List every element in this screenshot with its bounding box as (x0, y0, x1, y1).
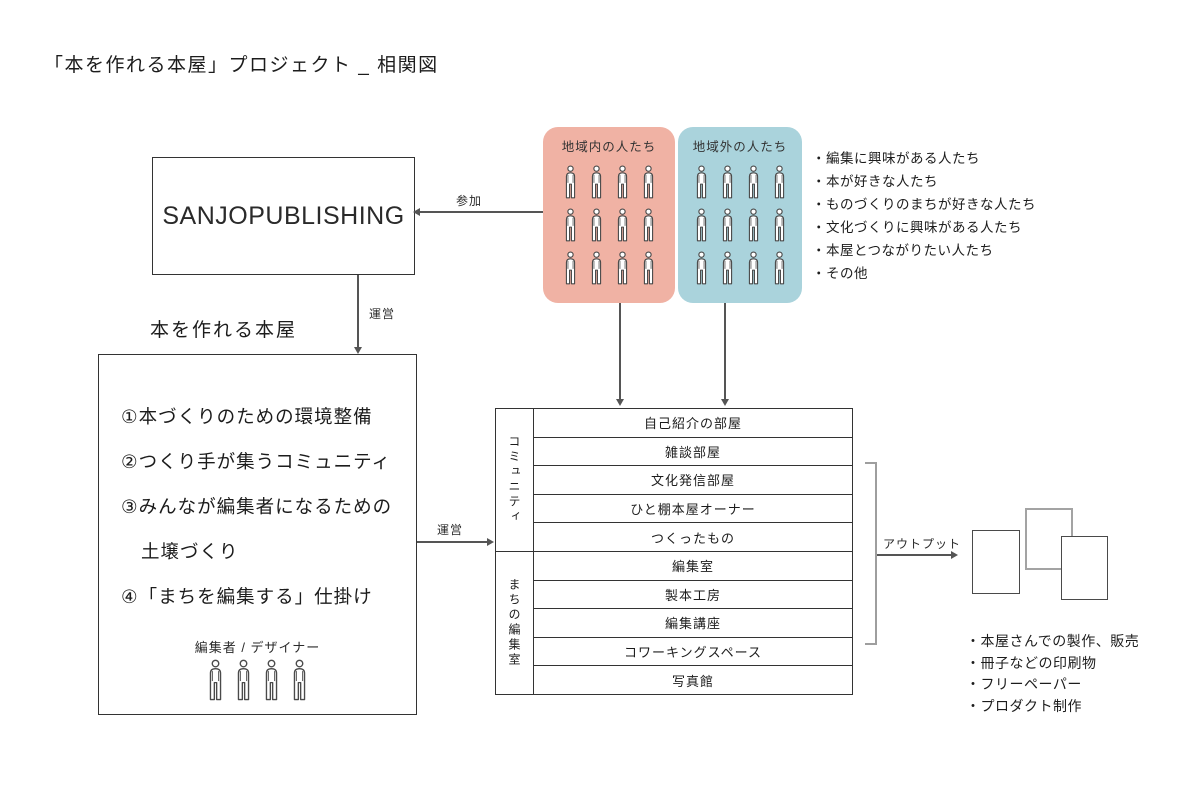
person-icon (745, 248, 762, 288)
person-icon (693, 162, 710, 202)
publisher-box: SANJOPUBLISHING (152, 157, 415, 275)
person-icon (771, 248, 788, 288)
output-item: ・プロダクト制作 (966, 697, 1082, 714)
interest-item: ・編集に興味がある人たち (812, 151, 980, 166)
person-icon (693, 248, 710, 288)
outside-group-arrowhead-icon (721, 399, 729, 406)
person-icon (588, 248, 605, 288)
unei-top-arrow-label: 運営 (369, 307, 396, 321)
person-icon (261, 655, 282, 705)
bookstore-title: 本を作れる本屋 (150, 320, 298, 341)
room-row: 製本工房 (534, 581, 852, 610)
bookstore-item: ①本づくりのための環境整備 (121, 405, 373, 427)
output-list: ・本屋さんでの製作、販売 ・冊子などの印刷物 ・フリーペーパー ・プロダクト制作 (966, 631, 1139, 717)
interest-item: ・本が好きな人たち (812, 174, 938, 189)
unei-mid-arrow-line (417, 541, 489, 543)
output-item: ・フリーペーパー (966, 676, 1082, 692)
sanka-arrowhead-icon (413, 208, 420, 216)
inside-group-to-table-line (619, 303, 621, 401)
bookstore-item: ④「まちを編集する」仕掛け (121, 585, 373, 607)
section-label-machino-henshushitsu: まちの編集室 (507, 578, 521, 668)
inside-group-arrowhead-icon (616, 399, 624, 406)
page-title: 「本を作れる本屋」プロジェクト _ 相関図 (44, 55, 439, 76)
room-row: 自己紹介の部屋 (534, 409, 852, 438)
person-icon (562, 205, 579, 245)
group-inside-people-icons (543, 162, 675, 288)
person-icon (588, 205, 605, 245)
output-bracket (865, 462, 877, 645)
room-row: つくったもの (534, 523, 852, 552)
room-row: 文化発信部屋 (534, 466, 852, 495)
person-icon (719, 205, 736, 245)
person-icon (640, 205, 657, 245)
person-icon (745, 162, 762, 202)
person-icon (771, 162, 788, 202)
publisher-name: SANJOPUBLISHING (162, 201, 405, 230)
person-icon (719, 248, 736, 288)
person-icon (289, 655, 310, 705)
person-icon (233, 655, 254, 705)
person-icon (693, 205, 710, 245)
staff-icons (99, 655, 416, 705)
person-icon (588, 162, 605, 202)
output-item: ・冊子などの印刷物 (966, 654, 1097, 671)
interest-list: ・編集に興味がある人たち ・本が好きな人たち ・ものづくりのまちが好きな人たち … (812, 147, 1036, 285)
section-label-community: コミュニティ (496, 409, 533, 552)
person-icon (562, 248, 579, 288)
person-icon (771, 205, 788, 245)
unei-top-arrow-line (357, 275, 359, 349)
bookstore-item: ②つくり手が集うコミュニティ (121, 450, 391, 472)
outside-group-to-table-line (724, 303, 726, 401)
paper-icon (972, 530, 1020, 594)
person-icon (562, 162, 579, 202)
sanka-arrow-label: 参加 (456, 194, 483, 208)
person-icon (719, 162, 736, 202)
unei-mid-arrow-label: 運営 (437, 523, 464, 537)
unei-top-arrowhead-icon (354, 347, 362, 354)
room-row: 編集講座 (534, 609, 852, 638)
interest-item: ・ものづくりのまちが好きな人たち (812, 197, 1036, 212)
room-row: 編集室 (534, 552, 852, 581)
room-row: 雑談部屋 (534, 438, 852, 467)
bookstore-box: ①本づくりのための環境整備 ②つくり手が集うコミュニティ ③みんなが編集者になる… (98, 354, 417, 715)
person-icon (614, 248, 631, 288)
person-icon (745, 205, 762, 245)
group-inside-label: 地域内の人たち (561, 140, 657, 154)
person-icon (614, 205, 631, 245)
bookstore-item: ③みんなが編集者になるための (121, 495, 393, 517)
interest-item: ・本屋とつながりたい人たち (812, 243, 994, 258)
group-outside-people-icons (678, 162, 802, 288)
bookstore-item-continuation: 土壌づくり (141, 540, 239, 562)
rooms-table-section-column: コミュニティ まちの編集室 (496, 409, 534, 694)
staff-label: 編集者 / デザイナー (194, 640, 321, 655)
interest-item: ・その他 (812, 266, 868, 281)
unei-mid-arrowhead-icon (487, 538, 494, 546)
output-arrow-label: アウトプット (883, 537, 962, 551)
paper-icon (1061, 536, 1108, 600)
person-icon (614, 162, 631, 202)
sanka-arrow-line (420, 211, 543, 213)
rooms-table-rows: 自己紹介の部屋 雑談部屋 文化発信部屋 ひと棚本屋オーナー つくったもの 編集室… (534, 409, 852, 694)
room-row: 写真館 (671, 673, 714, 689)
rooms-table: コミュニティ まちの編集室 自己紹介の部屋 雑談部屋 文化発信部屋 ひと棚本屋オ… (495, 408, 853, 695)
person-icon (205, 655, 226, 705)
output-arrowhead-icon (951, 551, 958, 559)
output-arrow-line (877, 554, 953, 556)
group-outside-region: 地域外の人たち (678, 127, 802, 303)
bookstore-item-list: ①本づくりのための環境整備 ②つくり手が集うコミュニティ ③みんなが編集者になる… (121, 393, 392, 618)
room-row: コワーキングスペース (534, 638, 852, 667)
person-icon (640, 248, 657, 288)
group-outside-label: 地域外の人たち (692, 140, 788, 154)
person-icon (640, 162, 657, 202)
group-inside-region: 地域内の人たち (543, 127, 675, 303)
room-row: ひと棚本屋オーナー (534, 495, 852, 524)
output-item: ・本屋さんでの製作、販売 (966, 633, 1140, 649)
interest-item: ・文化づくりに興味がある人たち (812, 220, 1022, 235)
